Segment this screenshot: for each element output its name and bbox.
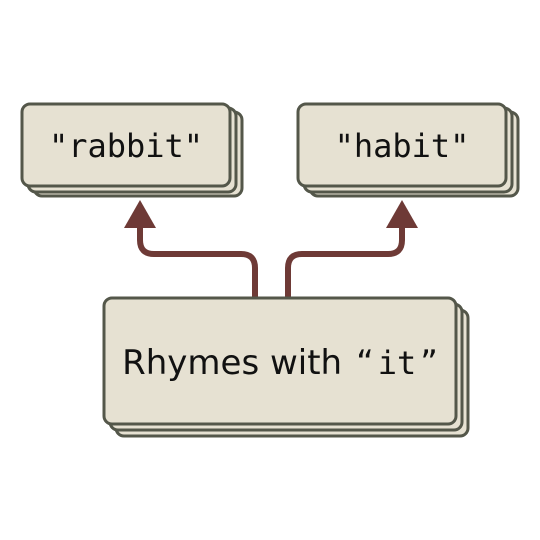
node-rabbit-label: "rabbit" [49,127,203,165]
node-rhymes-label: Rhymes with “ it ” [122,343,438,383]
arrow-to-habit-line [285,224,405,297]
node-habit: "habit" [296,102,520,198]
arrow-to-rabbit [124,200,258,297]
node-rhymes-with: Rhymes with “ it ” [102,296,470,438]
node-rhymes-keyword: it [378,344,417,382]
arrow-to-rabbit-head [124,200,156,228]
arrow-to-habit [285,200,418,297]
node-rabbit-front-card [20,102,232,188]
node-rhymes-front-card [102,296,458,426]
node-rhymes-quote-open: “ [356,343,374,383]
node-rhymes-text: Rhymes with [122,343,342,383]
node-rabbit: "rabbit" [20,102,244,198]
node-habit-front-card [296,102,508,188]
node-rhymes-quote-close: ” [420,343,438,383]
node-habit-label: "habit" [335,127,470,165]
arrow-to-habit-head [386,200,418,228]
arrow-to-rabbit-line [137,224,258,297]
